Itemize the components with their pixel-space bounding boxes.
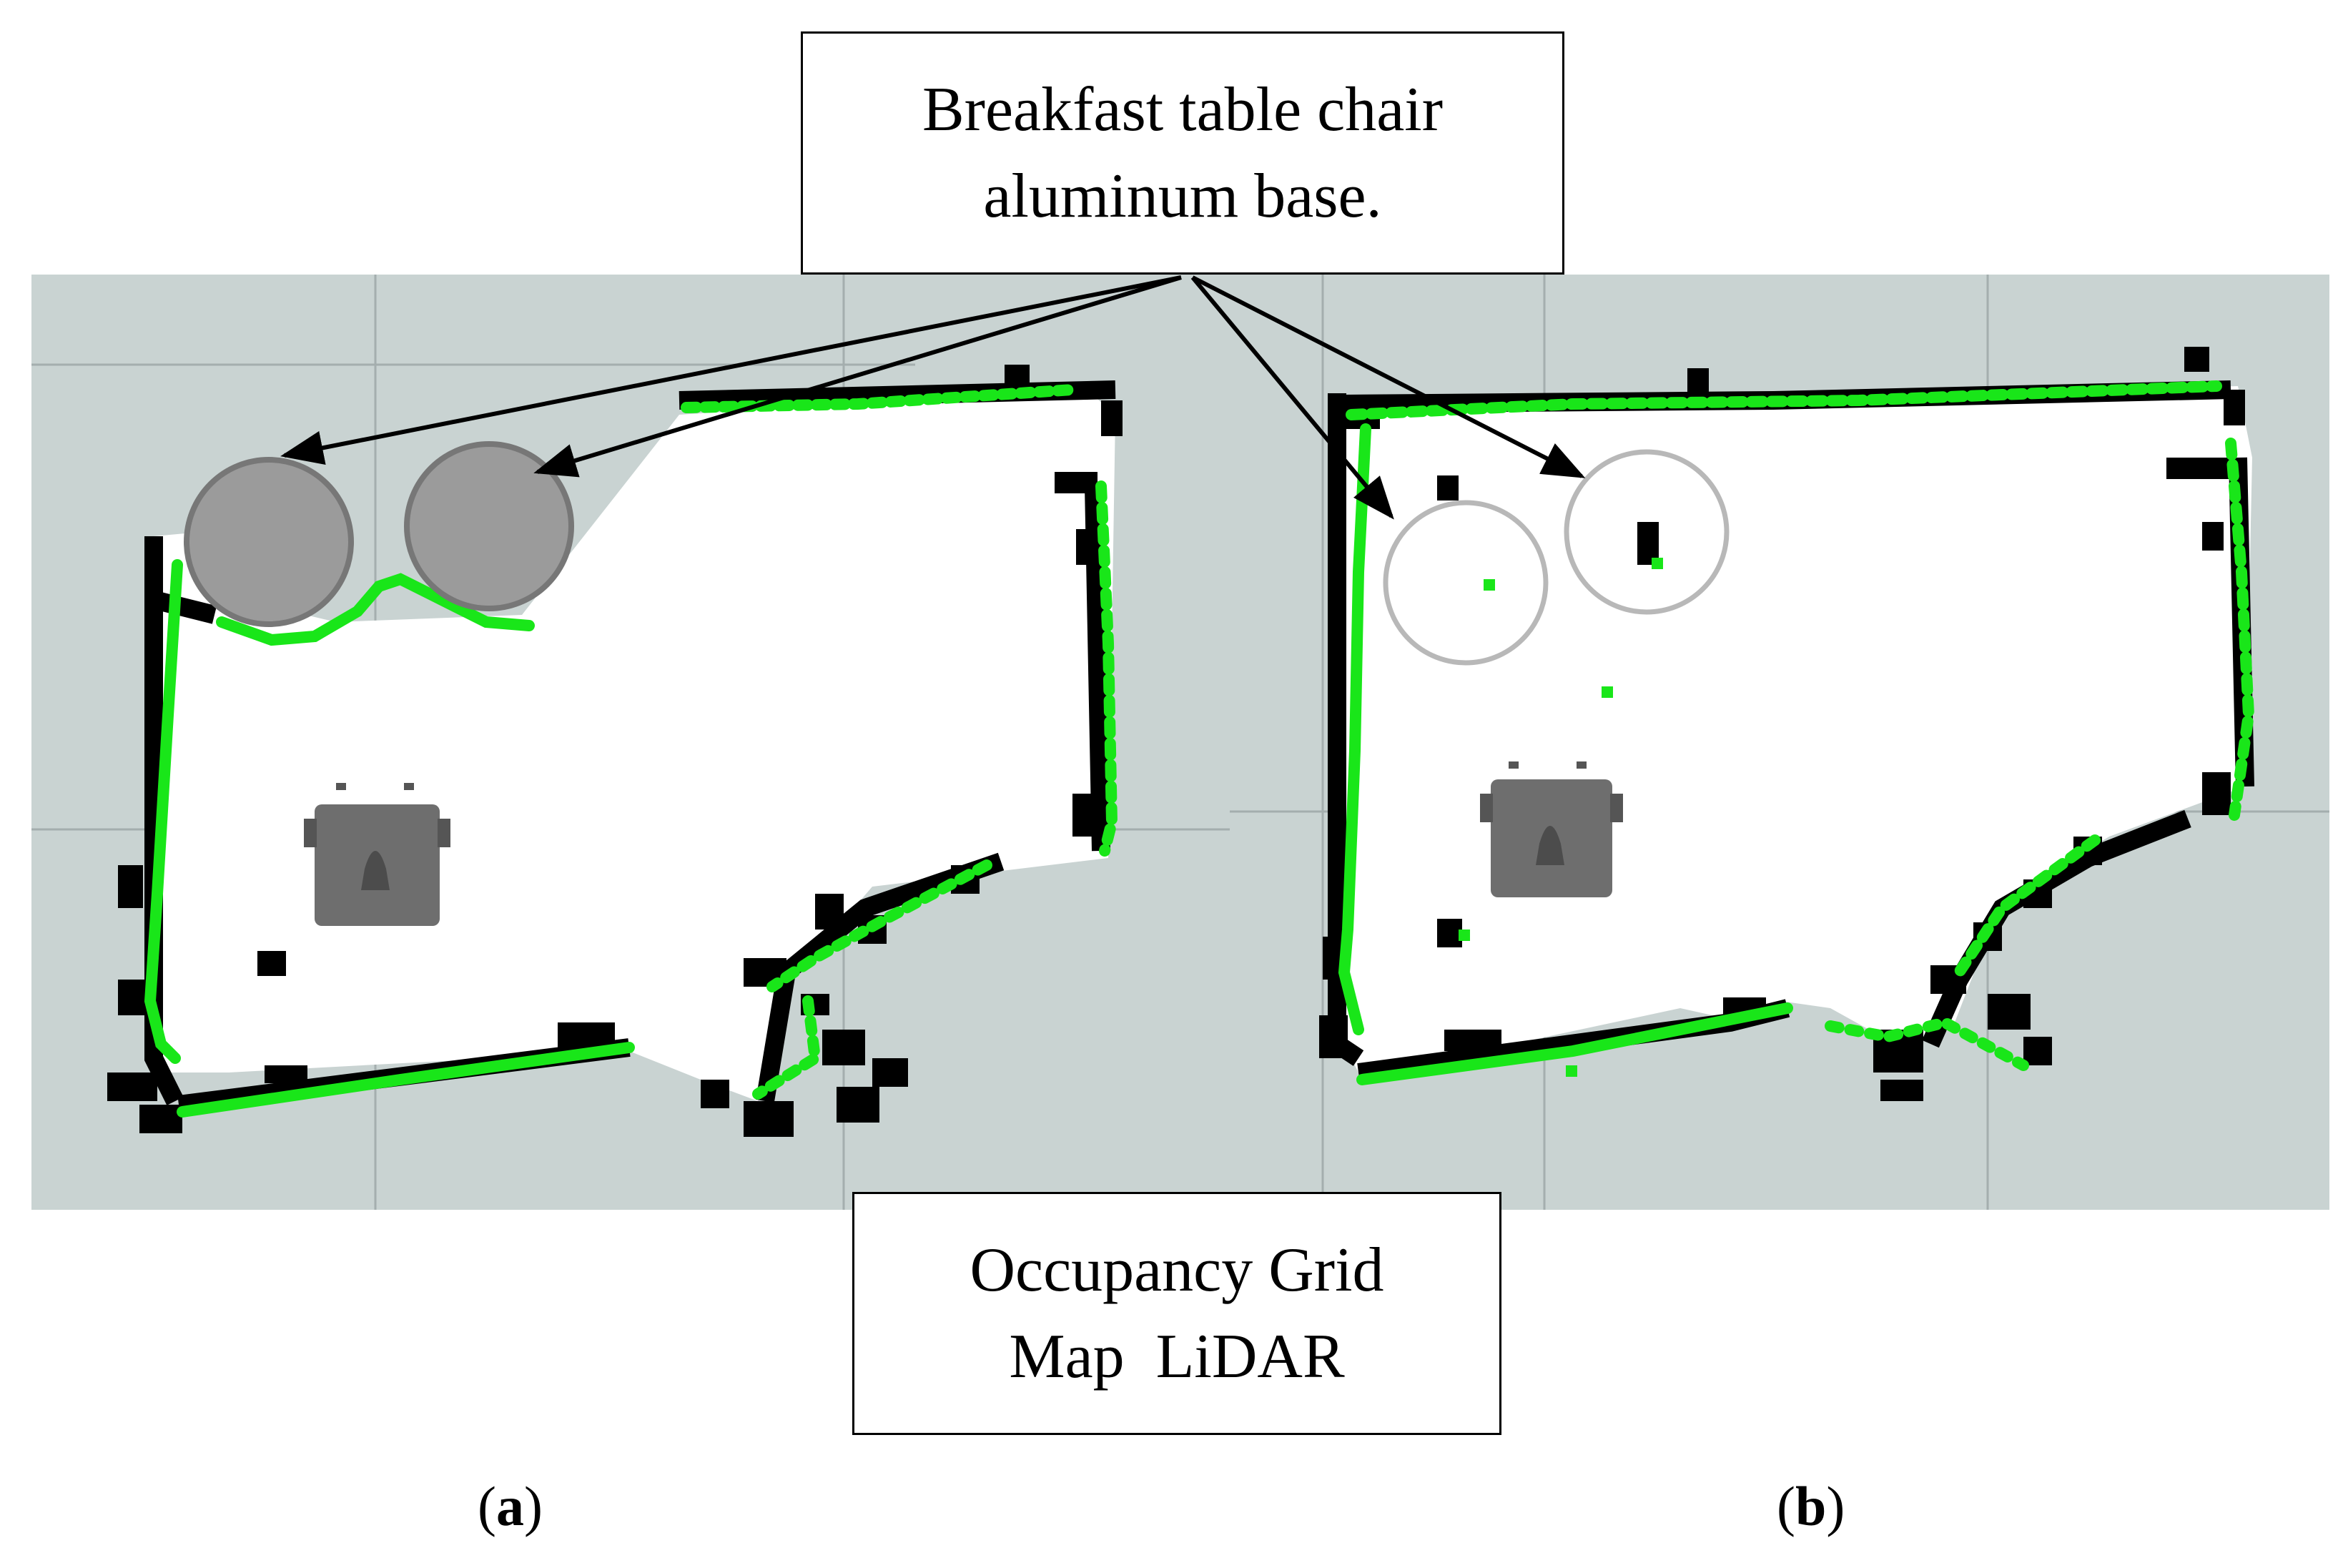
lidar-points-b: [1459, 558, 1663, 1077]
panel-label-b: (b): [1777, 1474, 1845, 1539]
panel-label-a: (a): [478, 1474, 543, 1539]
lidar-trace-a-right: [1095, 480, 1118, 857]
panel-label-b-letter: b: [1795, 1475, 1827, 1537]
free-space-b: [1330, 386, 2252, 1073]
chair-base-callout-line1: Breakfast table chair: [922, 74, 1444, 144]
chair-bases-b: [1383, 449, 1730, 666]
chair-bases-a: [184, 441, 574, 627]
lidar-trace-a-bottom: [177, 1042, 635, 1118]
lidar-trace-a-top: [681, 384, 1078, 413]
lidar-trace-b-bottom-right: [1825, 1016, 2029, 1071]
panel-label-a-close: ): [523, 1475, 543, 1537]
lidar-scan-b: [1338, 380, 2255, 1085]
arrow-to-chair-a-right: [533, 275, 1182, 478]
panel-label-a-open: (: [478, 1475, 496, 1537]
panel-label-b-close: ): [1826, 1475, 1845, 1537]
lidar-trace-b-top: [1346, 380, 2222, 420]
lidar-trace-a-lower-right: [766, 859, 992, 992]
lidar-trace-b-right: [2225, 438, 2255, 821]
arrow-to-chair-a-left: [280, 275, 1182, 465]
chair-base-a-left: [184, 457, 354, 627]
occupancy-grid-callout-line2: Map LiDAR: [1009, 1322, 1345, 1391]
chair-base-a-right: [404, 441, 574, 611]
chair-base-b-left: [1383, 500, 1549, 666]
occupancy-grid-callout: Occupancy Grid Map LiDAR: [852, 1192, 1501, 1435]
lidar-trace-a-left: [144, 559, 183, 1064]
panel-label-a-letter: a: [495, 1475, 524, 1537]
lidar-scan-a: [144, 384, 1118, 1118]
robot-icon-a: [304, 783, 450, 926]
occupancy-grid-callout-line1: Occupancy Grid: [970, 1235, 1384, 1305]
chair-base-callout-line2: aluminum base.: [983, 162, 1382, 231]
lidar-trace-b-lower-right: [1953, 834, 2101, 978]
lidar-trace-b-bottom: [1356, 1002, 1793, 1085]
chair-base-callout: Breakfast table chair aluminum base.: [801, 31, 1564, 275]
arrow-to-chair-b-left: [1190, 276, 1394, 520]
robot-icon-b: [1480, 761, 1623, 897]
panel-label-b-open: (: [1777, 1475, 1795, 1537]
lidar-trace-a-bottom-right: [752, 995, 822, 1100]
lidar-trace-b-left: [1338, 423, 1371, 1035]
occupancy-map-a: [107, 365, 1123, 1137]
occupancy-map-b: [1319, 347, 2255, 1101]
callout-arrows: [280, 275, 1586, 520]
lidar-trace-a-chairs: [216, 573, 535, 646]
chair-base-b-right: [1564, 449, 1730, 615]
arrow-to-chair-b-right: [1191, 275, 1586, 478]
